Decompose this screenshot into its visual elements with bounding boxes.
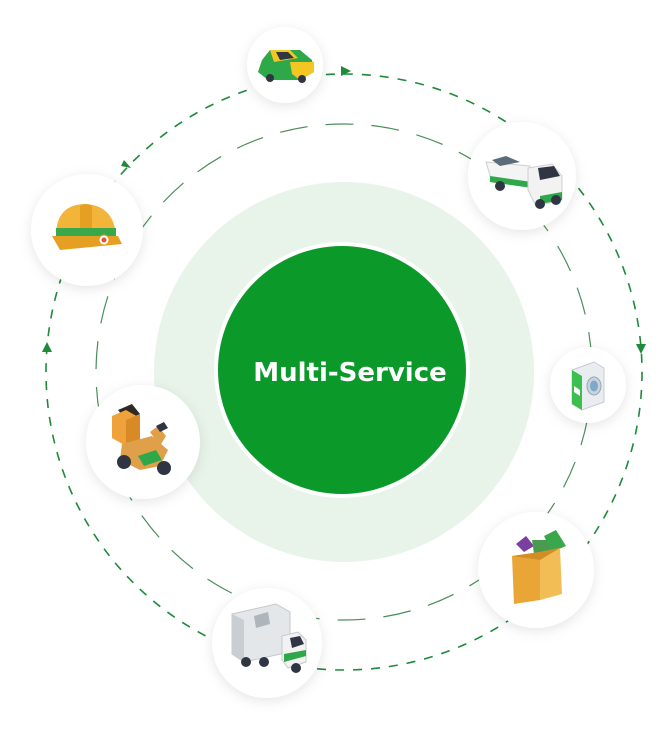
orbit-arrow-icon bbox=[341, 66, 351, 76]
orbit-arrow-icon bbox=[42, 342, 52, 352]
service-laundry[interactable] bbox=[550, 347, 626, 423]
hard-hat-icon bbox=[52, 204, 122, 250]
washing-machine-icon bbox=[571, 361, 605, 411]
grocery-bag-icon bbox=[512, 530, 566, 604]
cargo-truck-icon bbox=[231, 603, 307, 673]
service-tow-truck[interactable] bbox=[468, 122, 576, 230]
orbit-arrow-icon bbox=[121, 160, 131, 168]
hub: Multi-Service bbox=[214, 242, 470, 498]
orbit-arrow-icon bbox=[636, 344, 646, 354]
service-cargo-truck[interactable] bbox=[212, 588, 322, 698]
taxi-car-icon bbox=[258, 50, 314, 83]
service-grocery[interactable] bbox=[478, 512, 594, 628]
service-taxi[interactable] bbox=[247, 27, 323, 103]
service-delivery[interactable] bbox=[86, 385, 200, 499]
hub-label: Multi-Service bbox=[253, 358, 447, 388]
delivery-scooter-icon bbox=[112, 404, 171, 475]
tow-truck-icon bbox=[485, 156, 563, 209]
service-handyman[interactable] bbox=[31, 174, 143, 286]
outer-orbit bbox=[42, 66, 646, 671]
